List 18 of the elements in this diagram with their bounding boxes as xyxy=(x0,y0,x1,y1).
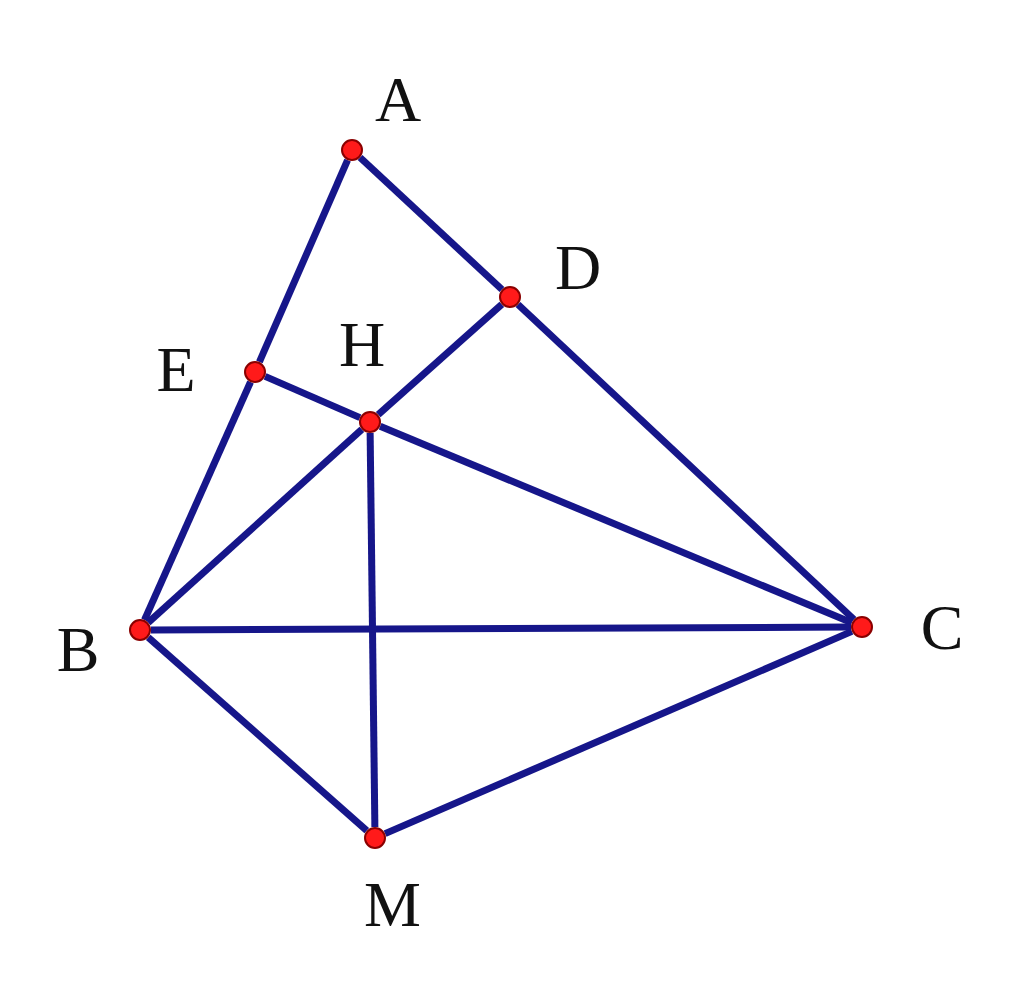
point-label: D xyxy=(553,235,603,301)
point-label: M xyxy=(364,872,420,938)
point-label: A xyxy=(373,67,423,133)
line-segment xyxy=(263,373,362,421)
line-segment xyxy=(145,426,365,626)
line-segment xyxy=(366,432,379,828)
line-segment xyxy=(145,634,370,834)
point-label: H xyxy=(337,312,387,378)
line-segment xyxy=(357,154,505,293)
line-segment xyxy=(256,158,351,364)
line-segment xyxy=(383,628,854,837)
point-label: B xyxy=(55,617,101,683)
line-segment xyxy=(141,380,254,622)
line-segment xyxy=(375,301,505,418)
point-label: C xyxy=(919,595,965,661)
line-segment xyxy=(378,423,854,626)
line-segment xyxy=(151,623,851,634)
point-label: E xyxy=(155,337,197,403)
